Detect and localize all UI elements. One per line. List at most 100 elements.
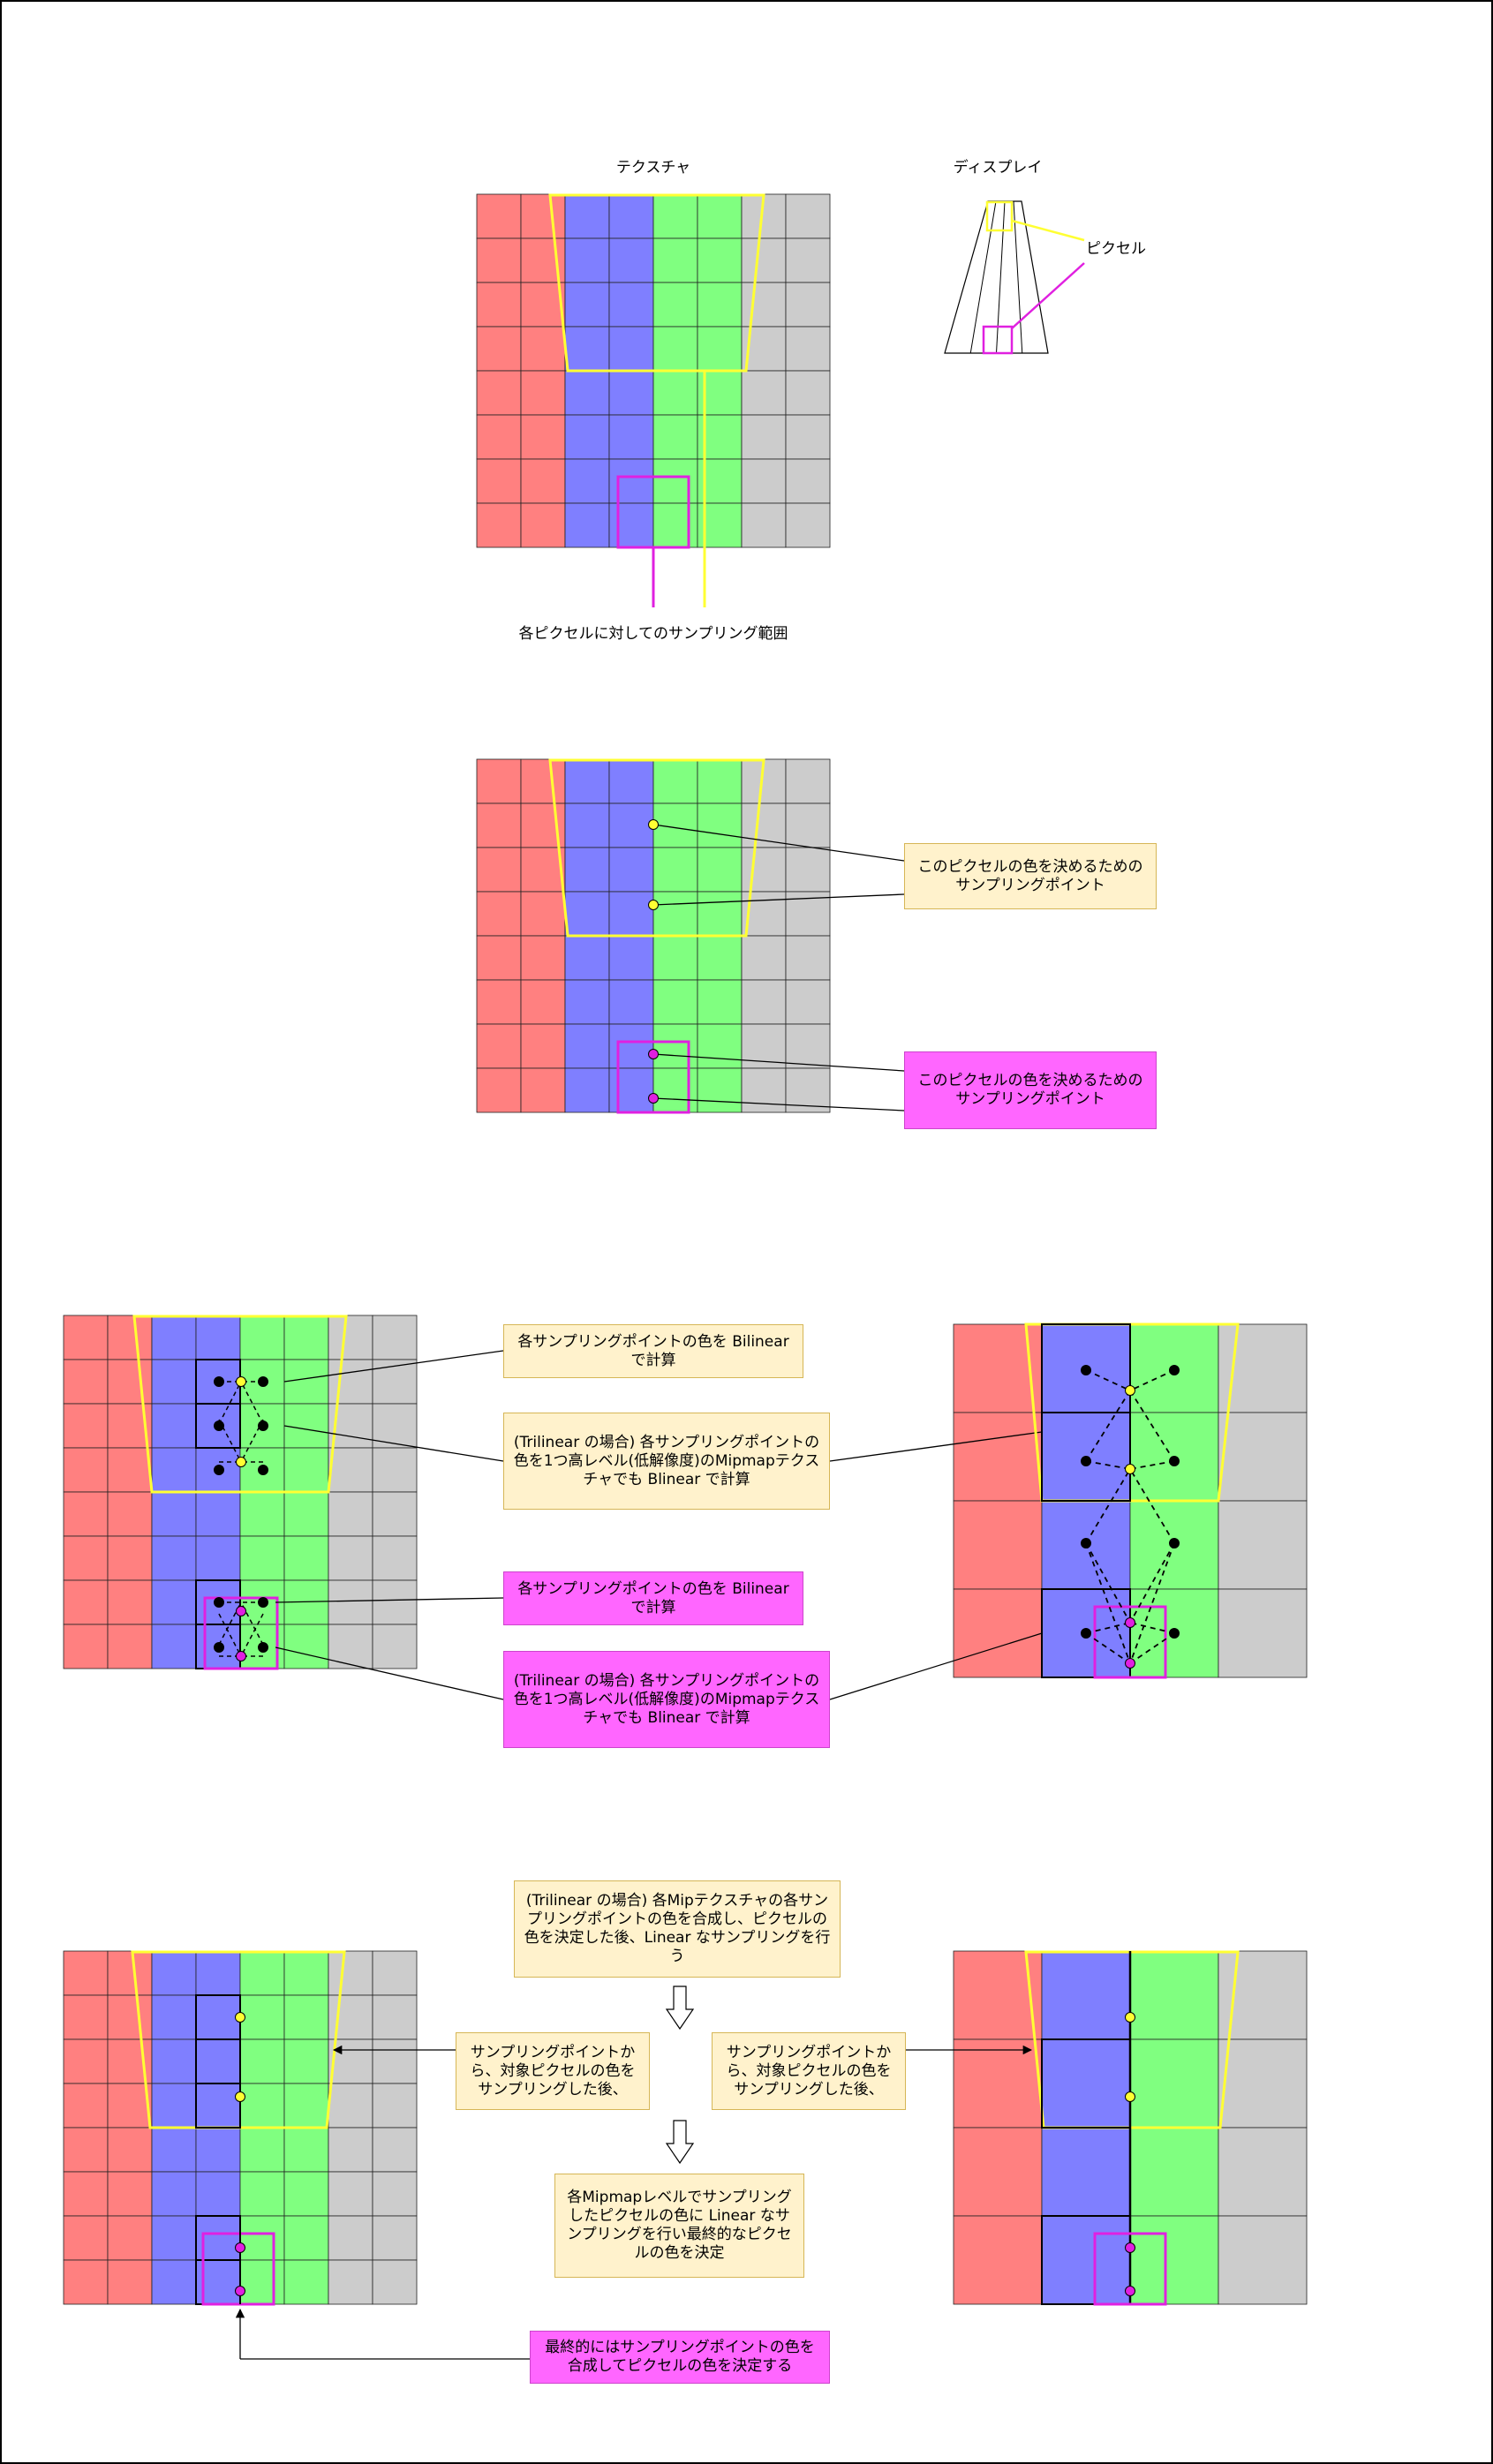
texel — [283, 2171, 329, 2217]
texel-center — [1081, 1365, 1091, 1375]
texel — [1218, 1500, 1308, 1590]
texel — [652, 979, 698, 1025]
texel — [652, 502, 698, 548]
texel — [107, 2127, 153, 2173]
sample-point-note-yellow: このピクセルの色を決めるためのサンプリングポイント — [904, 843, 1157, 909]
connector-line — [652, 1097, 905, 1111]
texel — [195, 1315, 241, 1360]
texel — [608, 802, 654, 848]
texel — [785, 802, 831, 848]
texel — [785, 1023, 831, 1069]
texel — [697, 979, 743, 1025]
sample-point-yellow — [1125, 2091, 1135, 2102]
texel — [608, 326, 654, 372]
texel — [63, 2259, 109, 2305]
sample-point-yellow — [1125, 2012, 1135, 2023]
texel — [151, 2083, 197, 2129]
sample-point-yellow — [235, 2091, 245, 2102]
texel — [608, 502, 654, 548]
texel — [372, 1624, 418, 1669]
texel — [741, 1067, 787, 1113]
texel — [1041, 2215, 1131, 2305]
texel — [283, 1359, 329, 1405]
trilinear-weight-line — [1129, 1369, 1175, 1391]
texel — [476, 802, 522, 848]
texel — [372, 1359, 418, 1405]
texel — [564, 458, 610, 504]
texel — [63, 2127, 109, 2173]
texel — [785, 458, 831, 504]
texel — [785, 193, 831, 239]
texel — [372, 2171, 418, 2217]
trilinear-weight-line — [1129, 1460, 1175, 1470]
texel — [785, 758, 831, 804]
texel — [63, 1447, 109, 1493]
texel — [1129, 1950, 1219, 2040]
sample-point-yellow — [236, 1457, 246, 1467]
texel — [785, 847, 831, 893]
texel — [785, 370, 831, 416]
texel — [151, 1579, 197, 1625]
texel — [697, 326, 743, 372]
texel — [1218, 1588, 1308, 1678]
texel — [151, 1491, 197, 1537]
texel — [520, 979, 566, 1025]
trilinear-note-yellow: (Trilinear の場合) 各サンプリングポイントの色を1つ高レベル(低解像… — [503, 1413, 830, 1510]
texel — [741, 847, 787, 893]
texel — [283, 1491, 329, 1537]
texel — [652, 370, 698, 416]
texel — [239, 2038, 285, 2084]
texel — [107, 1624, 153, 1669]
texel — [283, 1447, 329, 1493]
trilinear-weight-line — [1085, 1622, 1131, 1634]
texel — [741, 370, 787, 416]
texel — [107, 2215, 153, 2261]
texel — [608, 1067, 654, 1113]
texel — [608, 935, 654, 981]
texel — [63, 1950, 109, 1996]
texel — [1129, 1588, 1219, 1678]
texel — [107, 2171, 153, 2217]
texel — [652, 237, 698, 283]
texel — [151, 1403, 197, 1449]
texel — [608, 458, 654, 504]
texel — [239, 1994, 285, 2040]
texel — [520, 758, 566, 804]
texel — [107, 2083, 153, 2129]
texel — [476, 891, 522, 937]
texel — [953, 2127, 1043, 2217]
texel — [564, 414, 610, 460]
texel — [520, 282, 566, 328]
texel — [372, 1579, 418, 1625]
texel — [697, 847, 743, 893]
texel — [564, 370, 610, 416]
texel — [239, 1491, 285, 1537]
texel — [741, 979, 787, 1025]
texel — [328, 2215, 373, 2261]
texel — [195, 2038, 241, 2084]
texel — [107, 1535, 153, 1581]
texel — [1218, 2215, 1308, 2305]
texel-center — [214, 1376, 224, 1387]
texel — [372, 2259, 418, 2305]
texel — [328, 2171, 373, 2217]
texel — [953, 1950, 1043, 2040]
bilinear-weight-line — [240, 1613, 264, 1657]
texel — [741, 458, 787, 504]
connector-line — [275, 1646, 504, 1700]
sample-point-magenta — [648, 1049, 659, 1059]
texel — [697, 193, 743, 239]
trilinear-weight-line — [1085, 1369, 1131, 1391]
sample-point-note-pink: このピクセルの色を決めるためのサンプリングポイント — [904, 1051, 1157, 1129]
bilinear-weight-line — [218, 1613, 242, 1657]
texel — [520, 1067, 566, 1113]
texel — [63, 1535, 109, 1581]
texel — [63, 2038, 109, 2084]
texel — [151, 2259, 197, 2305]
display-title: ディスプレイ — [953, 159, 1043, 177]
texel — [1041, 1950, 1131, 2040]
texel — [63, 2083, 109, 2129]
texel — [328, 1535, 373, 1581]
texel — [372, 1315, 418, 1360]
yellow-sampling-footprint — [548, 193, 765, 373]
